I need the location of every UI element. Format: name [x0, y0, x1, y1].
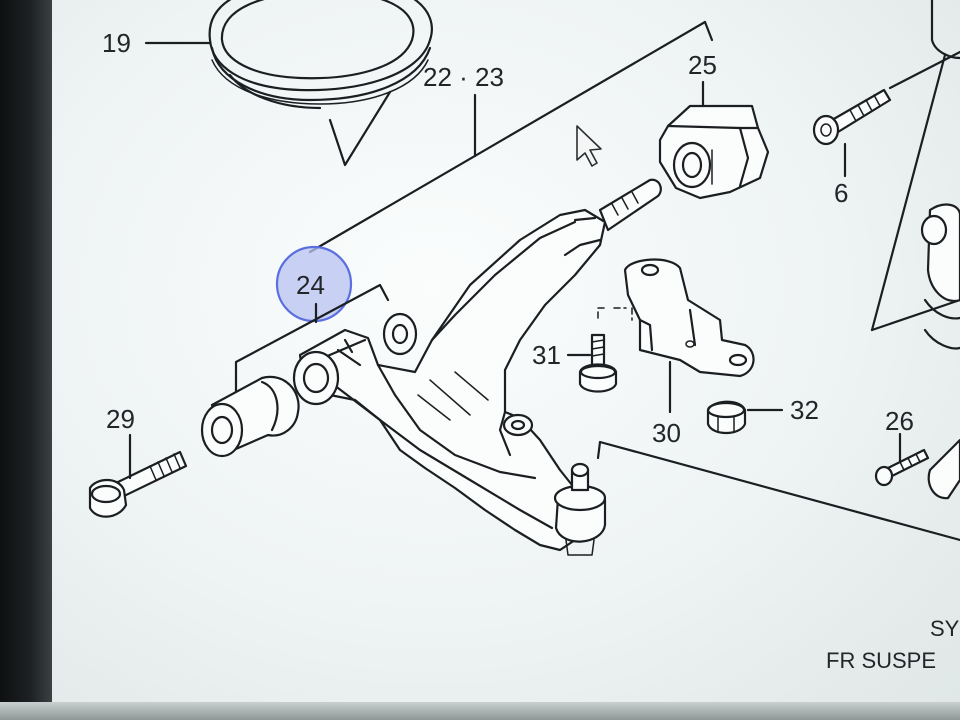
leader-6-upper — [888, 50, 960, 90]
arrow-cursor-icon — [576, 125, 602, 167]
callout-22-23: 22 · 23 — [423, 62, 504, 92]
part-25-bushing[interactable] — [658, 104, 770, 200]
monitor-bezel-bottom — [0, 702, 960, 720]
monitor-bezel-left — [0, 0, 52, 720]
leader-22-23-end — [703, 20, 714, 42]
part-32-nut[interactable] — [706, 400, 747, 435]
dashed-leader-31-30 — [597, 307, 633, 321]
part-26-bolt[interactable] — [874, 448, 930, 487]
dashed-leader-lower-right — [599, 441, 960, 541]
lower-control-arm[interactable] — [292, 208, 607, 552]
knuckle-assembly-partial[interactable] — [870, 0, 960, 500]
title-line-2: FR SUSPE — [826, 648, 936, 673]
part-30-bracket[interactable] — [623, 258, 755, 378]
callout-19: 19 — [102, 28, 131, 58]
callout-6: 6 — [834, 178, 848, 208]
callout-29: 29 — [106, 404, 135, 434]
leader-24-bracket — [234, 283, 390, 395]
part-front-bushing[interactable] — [200, 375, 300, 458]
callout-25: 25 — [688, 50, 717, 80]
ball-joint[interactable] — [553, 462, 607, 556]
leader-22-23-line — [308, 20, 707, 254]
callout-26: 26 — [885, 406, 914, 436]
title-line-1: SY — [930, 616, 960, 641]
arm-rear-bushing[interactable] — [382, 312, 418, 356]
part-29-bolt[interactable] — [88, 450, 188, 518]
callout-32: 32 — [790, 395, 819, 425]
callout-30: 30 — [652, 418, 681, 448]
part-6-bolt[interactable] — [812, 88, 892, 146]
part-19-spring-seat[interactable] — [208, 0, 433, 167]
stabilizer-link-end[interactable] — [563, 178, 662, 257]
callout-24: 24 — [296, 270, 325, 300]
part-31-bolt[interactable] — [578, 333, 618, 393]
callout-31: 31 — [532, 340, 561, 370]
